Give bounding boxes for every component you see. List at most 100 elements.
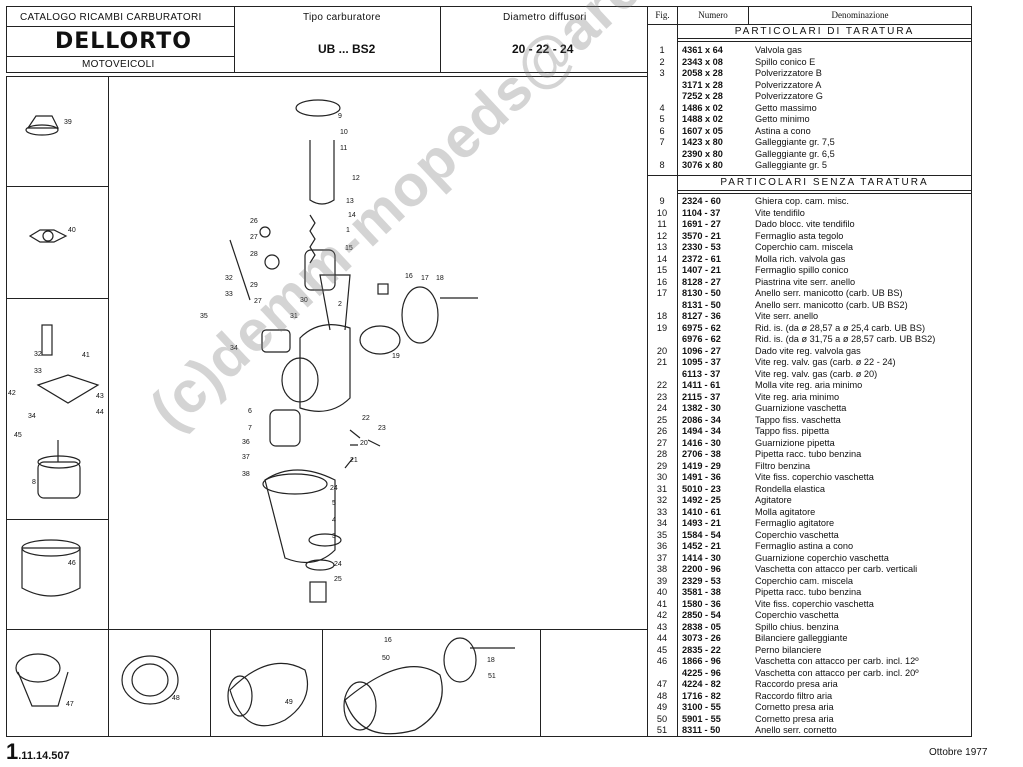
col-head-fig: Fig. bbox=[655, 10, 670, 20]
svg-text:12: 12 bbox=[352, 175, 360, 182]
table-cell-num: 2372 - 61 bbox=[682, 253, 721, 264]
catalog-title: CATALOGO RICAMBI CARBURATORI bbox=[20, 12, 202, 23]
table-cell-den: Astina a cono bbox=[755, 125, 811, 136]
table-cell-num: 4225 - 96 bbox=[682, 667, 721, 678]
table-cell-den: Vite reg. valv. gas (carb. ø 20) bbox=[755, 368, 878, 379]
table-cell-num: 1486 x 02 bbox=[682, 102, 723, 113]
table-cell-fig: 45 bbox=[656, 644, 668, 655]
table-cell-den: Dado blocc. vite tendifilo bbox=[755, 219, 855, 229]
table-cell-num: 1410 - 61 bbox=[682, 506, 721, 517]
svg-text:42: 42 bbox=[8, 390, 16, 397]
col-head-num: Numero bbox=[698, 10, 728, 20]
table-cell-num: 2390 x 80 bbox=[682, 148, 723, 159]
table-cell-den: Coperchio cam. miscela bbox=[755, 242, 854, 252]
svg-text:27: 27 bbox=[254, 298, 262, 305]
table-cell-fig: 4 bbox=[659, 102, 665, 113]
table-cell-num: 1407 - 21 bbox=[682, 265, 721, 275]
table-cell-fig: 1 bbox=[659, 45, 665, 55]
table-cell-fig: 8 bbox=[659, 160, 665, 170]
table-cell-num: 2330 - 53 bbox=[682, 242, 721, 252]
svg-text:16: 16 bbox=[405, 273, 413, 280]
table-cell-den: Molla vite reg. aria minimo bbox=[755, 380, 863, 390]
table-cell-fig: 11 bbox=[657, 219, 667, 229]
table-cell-num: 1423 x 80 bbox=[682, 137, 723, 147]
svg-text:23: 23 bbox=[378, 425, 386, 432]
table-cell-den: Galleggiante gr. 5 bbox=[755, 160, 828, 170]
svg-text:36: 36 bbox=[242, 439, 250, 446]
table-cell-den: Galleggiante gr. 7,5 bbox=[755, 137, 835, 147]
svg-text:2: 2 bbox=[338, 301, 342, 308]
svg-text:26: 26 bbox=[250, 218, 258, 225]
svg-text:16: 16 bbox=[384, 637, 392, 644]
table-cell-den: Polverizzatore A bbox=[755, 79, 822, 90]
svg-text:43: 43 bbox=[96, 393, 104, 400]
table-cell-fig: 29 bbox=[656, 460, 668, 471]
table-cell-fig: 27 bbox=[656, 437, 668, 448]
table-cell-fig: 26 bbox=[656, 426, 668, 436]
table-cell-num: 3570 - 21 bbox=[682, 230, 721, 241]
table-cell-fig: 6 bbox=[659, 125, 665, 136]
table-cell-num: 1716 - 82 bbox=[682, 690, 721, 701]
table-cell-num: 3076 x 80 bbox=[682, 160, 723, 170]
table-cell-fig: 3 bbox=[659, 68, 665, 78]
table-cell-fig: 38 bbox=[656, 564, 668, 574]
table-cell-num: 1411 - 61 bbox=[682, 380, 721, 390]
table-cell-num: 1492 - 25 bbox=[682, 495, 721, 505]
table-cell-num: 2706 - 38 bbox=[682, 449, 721, 459]
table-cell-den: Guarnizione pipetta bbox=[755, 437, 835, 448]
table-cell-den: Dado vite reg. valvola gas bbox=[755, 345, 861, 356]
table-cell-num: 1584 - 54 bbox=[682, 529, 721, 540]
svg-text:37: 37 bbox=[242, 454, 250, 461]
svg-text:45: 45 bbox=[14, 432, 22, 439]
table-cell-den: Molla rich. valvola gas bbox=[755, 253, 846, 264]
table-cell-num: 1488 x 02 bbox=[682, 114, 723, 124]
page-code: 1.11.14.507 bbox=[6, 739, 70, 765]
svg-text:22: 22 bbox=[362, 415, 370, 422]
svg-text:11: 11 bbox=[340, 145, 347, 152]
table-cell-fig: 28 bbox=[656, 449, 668, 459]
table-cell-num: 8130 - 50 bbox=[682, 288, 721, 298]
svg-text:28: 28 bbox=[250, 251, 258, 258]
table-cell-fig: 17 bbox=[656, 288, 668, 298]
table-cell-fig: 22 bbox=[656, 380, 668, 390]
table-cell-fig: 18 bbox=[656, 311, 668, 321]
table-cell-num: 6975 - 62 bbox=[682, 322, 721, 333]
footer-date: Ottobre 1977 bbox=[929, 747, 988, 758]
table-cell-den: Cornetto presa aria bbox=[755, 713, 834, 724]
table-cell-den: Tappo fiss. vaschetta bbox=[755, 414, 841, 425]
svg-text:19: 19 bbox=[392, 353, 400, 360]
table-cell-fig: 13 bbox=[656, 242, 668, 252]
brand-logo: DELLORTO bbox=[55, 29, 192, 54]
table-cell-fig: 20 bbox=[656, 345, 668, 356]
table-cell-den: Coperchio vaschetta bbox=[755, 610, 839, 620]
svg-text:13: 13 bbox=[346, 198, 354, 205]
table-cell-fig: 12 bbox=[656, 230, 668, 241]
table-cell-den: Vite reg. aria minimo bbox=[755, 391, 840, 402]
table-cell-fig: 35 bbox=[656, 529, 668, 540]
svg-text:51: 51 bbox=[488, 673, 496, 680]
table-cell-fig: 7 bbox=[659, 137, 665, 147]
svg-text:39: 39 bbox=[64, 119, 72, 126]
table-cell-num: 8311 - 50 bbox=[682, 725, 721, 735]
table-cell-fig: 37 bbox=[656, 552, 668, 563]
table-cell-fig: 16 bbox=[656, 276, 668, 287]
table-cell-num: 8127 - 36 bbox=[682, 311, 721, 321]
col-head-den: Denominazione bbox=[831, 10, 889, 20]
table-cell-fig: 10 bbox=[656, 207, 668, 218]
diameter-value: 20 - 22 - 24 bbox=[512, 42, 574, 56]
